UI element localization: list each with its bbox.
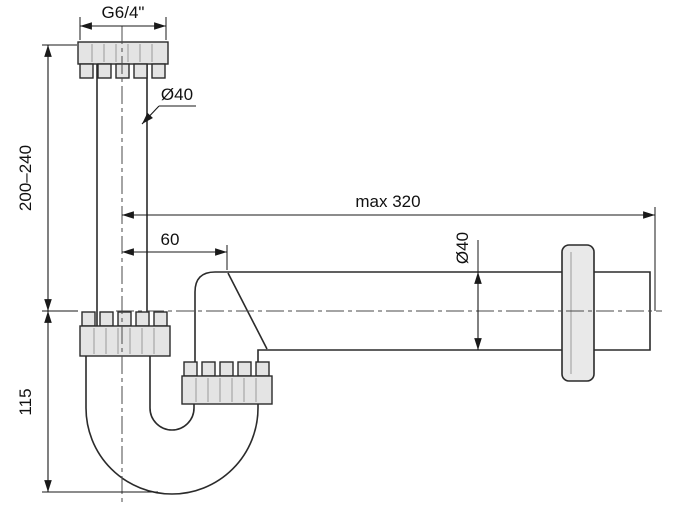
trap-inlet-nut [79, 311, 171, 357]
dim-thread: G6/4" [79, 3, 167, 40]
inlet-union-nut [77, 41, 169, 79]
dim-outlet-diameter: Ø40 [453, 232, 482, 350]
trap-depth-label: 115 [16, 388, 35, 415]
max-length-label: max 320 [355, 192, 420, 211]
offset-label: 60 [161, 230, 180, 249]
outlet-diameter-label: Ø40 [453, 232, 472, 264]
wall-flange [561, 244, 595, 382]
dim-height-range: 200–240 [16, 44, 77, 311]
dim-max-length: max 320 [122, 192, 656, 311]
thread-label: G6/4" [102, 3, 145, 22]
elbow-union-nut [181, 361, 273, 405]
dim-offset: 60 [122, 230, 228, 270]
elbow-outlet-pipe [194, 271, 651, 381]
label-inlet-diameter: Ø40 [141, 85, 196, 125]
dim-trap-depth: 115 [16, 310, 158, 493]
height-range-label: 200–240 [16, 145, 35, 211]
trap-u-bend [85, 339, 259, 495]
inlet-diameter-label: Ø40 [161, 85, 193, 104]
